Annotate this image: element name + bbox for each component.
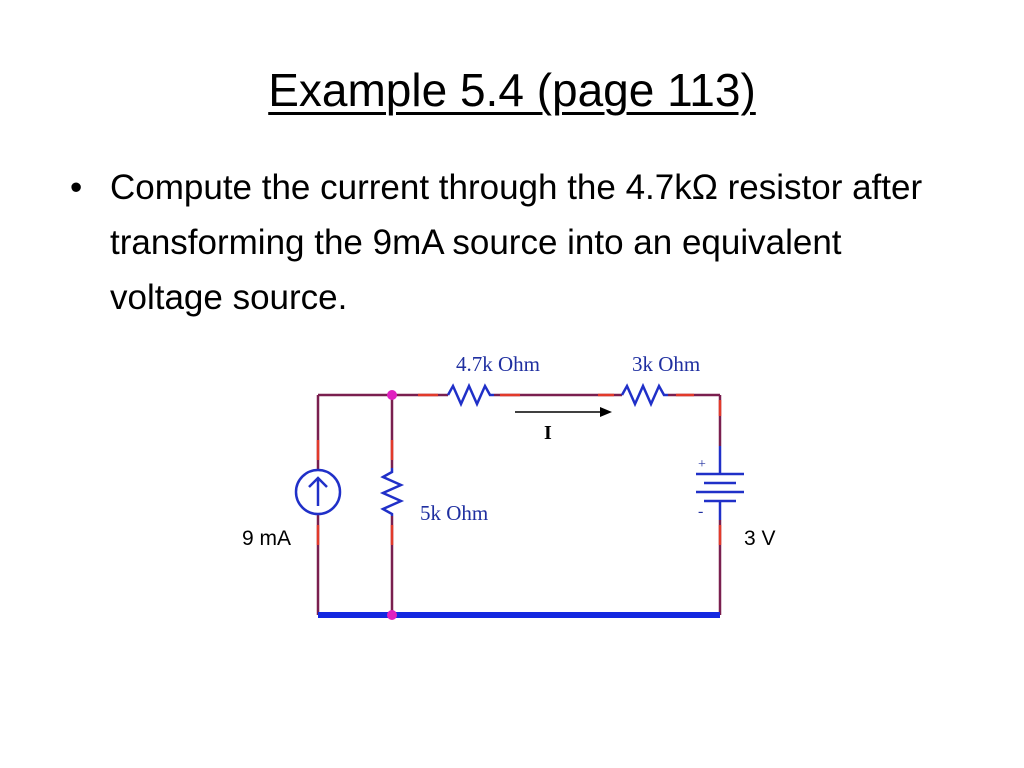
battery-icon (696, 446, 744, 520)
resistor-5k-icon (379, 468, 405, 516)
slide-title-text: Example 5.4 (page 113) (268, 64, 756, 116)
label-3v: 3 V (744, 527, 776, 550)
battery-plus-label: + (698, 457, 706, 472)
label-9ma: 9 mA (242, 527, 291, 550)
wire-highlights (316, 393, 722, 545)
battery-minus-label: - (698, 503, 703, 520)
label-current-i: I (544, 422, 552, 444)
resistor-4-7k-icon (446, 382, 494, 408)
slide-title: Example 5.4 (page 113) (0, 62, 1024, 118)
current-arrow-icon (515, 407, 612, 417)
node-bottom (387, 610, 397, 620)
bullet-text: Compute the current through the 4.7kΩ re… (110, 168, 923, 317)
label-5k-ohm: 5k Ohm (420, 501, 488, 525)
resistor-3k-icon (620, 382, 668, 408)
current-source-icon (294, 468, 342, 516)
bullet-dot: • (70, 168, 83, 207)
label-3k-ohm: 3k Ohm (632, 352, 700, 376)
label-4-7k-ohm: 4.7k Ohm (456, 352, 540, 376)
node-top (387, 390, 397, 400)
circuit-wires (316, 393, 722, 615)
